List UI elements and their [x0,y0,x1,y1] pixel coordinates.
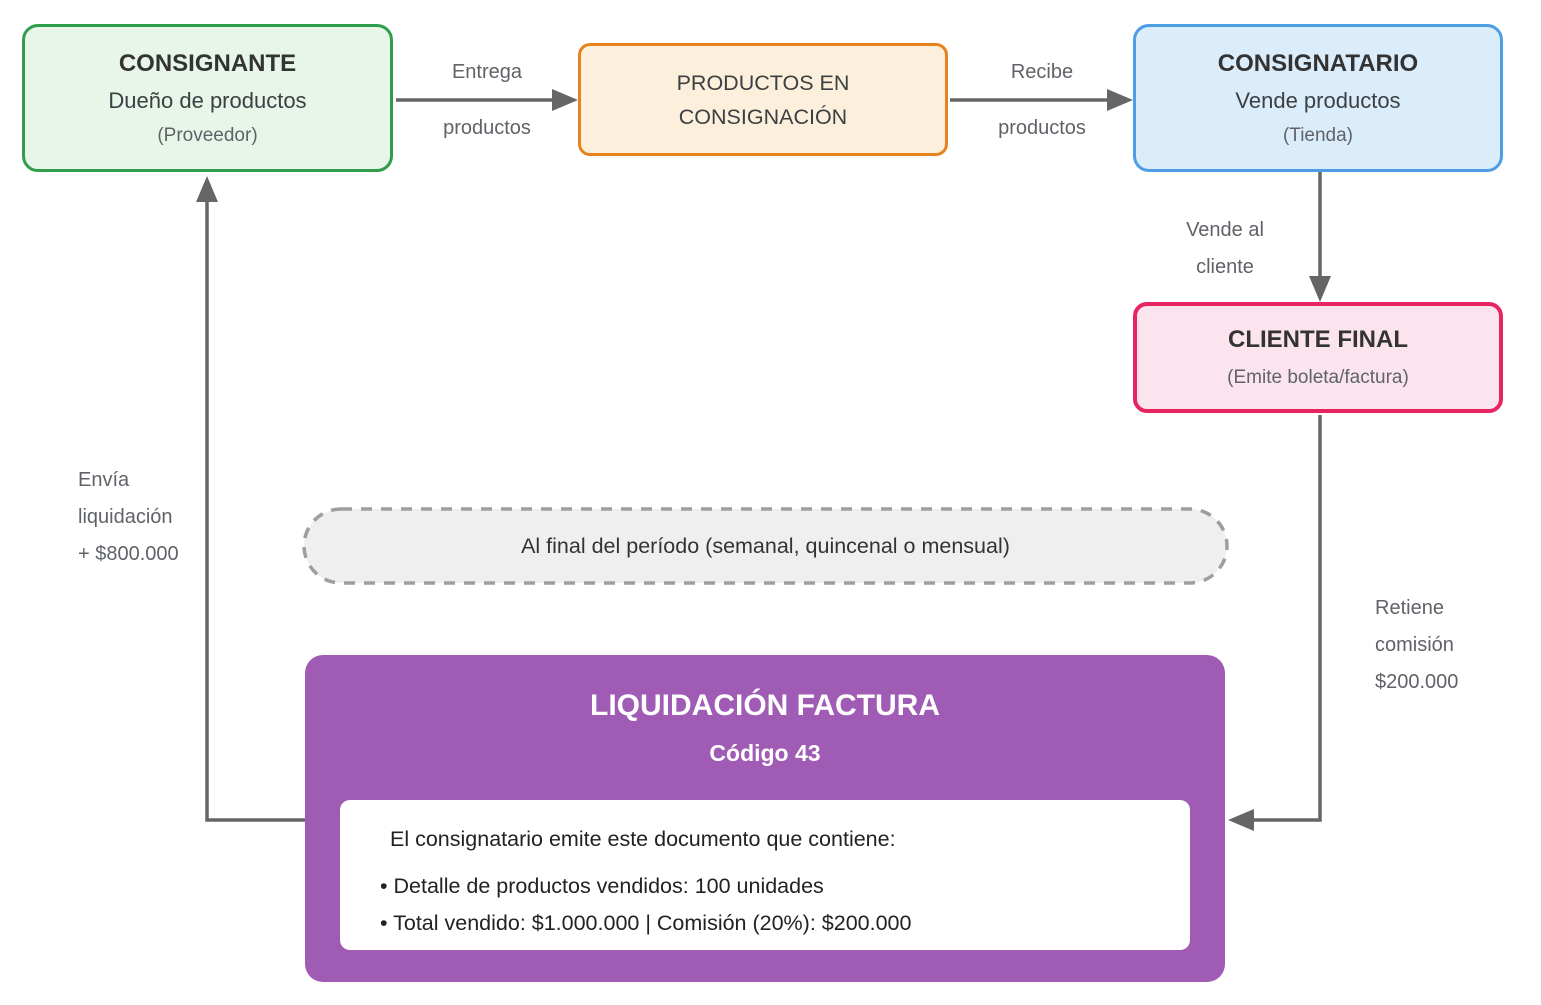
edge-label-retiene-line1: Retiene [1375,597,1444,619]
edge-envia-line [205,202,305,822]
liquidacion-bullet-total: • Total vendido: $1.000.000 | Comisión (… [380,911,912,935]
edge-label-entrega-line1: Entrega [451,61,523,83]
edge-label-envia-line1: Envía [78,469,130,491]
edge-label-recibe-line1: Recibe [1010,61,1074,83]
consignante-title: CONSIGNANTE [118,49,297,77]
productos-title: PRODUCTOS EN CONSIGNACIÓN [676,70,850,129]
edge-label-retiene-comision: Retiene comisión $200.000 [1375,596,1458,694]
cliente-final-note: (Emite boleta/factura) [1227,367,1409,388]
edge-vende-cliente-arrowhead [1309,276,1331,302]
liquidacion-intro: El consignatario emite este documento qu… [390,827,896,851]
consignatario-title: CONSIGNATARIO [1217,49,1419,77]
edge-label-entrega: Entrega productos [397,60,577,140]
edge-label-envia-line2: liquidación [78,506,173,528]
edge-envia-arrowhead [196,176,218,202]
edge-label-vende-cliente: Vende al cliente [1145,218,1305,279]
edge-label-recibe-line2: productos [998,117,1086,139]
consignante-subtitle: Dueño de productos [108,87,307,113]
edge-label-envia-line3: + $800.000 [78,543,179,565]
edge-label-vende-line2: cliente [1196,256,1254,278]
cliente-final-title: CLIENTE FINAL [1228,326,1408,353]
liquidacion-subtitle: Código 43 [709,740,821,766]
liquidacion-bullet-detalle: • Detalle de productos vendidos: 100 uni… [380,874,824,898]
periodo-label: Al final del período (semanal, quincenal… [521,533,1010,558]
liquidacion-title: LIQUIDACIÓN FACTURA [590,689,940,722]
node-cliente-final: CLIENTE FINAL (Emite boleta/factura) [1133,302,1503,413]
edge-label-vende-line1: Vende al [1186,219,1264,241]
liquidacion-detail-panel: El consignatario emite este documento qu… [340,800,1190,950]
edge-label-entrega-line2: productos [443,117,531,139]
edge-label-retiene-line3: $200.000 [1375,671,1459,693]
edge-retiene-arrowhead [1228,809,1254,831]
node-periodo: Al final del período (semanal, quincenal… [303,508,1228,584]
periodo-pill [302,507,1229,585]
edge-label-envia-liquidacion: Envía liquidación + $800.000 [78,468,179,566]
edge-retiene-line [1254,415,1322,822]
edge-label-retiene-line2: comisión [1375,634,1454,656]
consignante-note: (Proveedor) [157,124,258,146]
edge-entrega-arrowhead [552,89,578,111]
consignatario-note: (Tienda) [1282,124,1354,146]
node-consignante: CONSIGNANTE Dueño de productos (Proveedo… [22,24,393,172]
node-productos-en-consignacion: PRODUCTOS EN CONSIGNACIÓN [578,43,948,156]
node-consignatario: CONSIGNATARIO Vende productos (Tienda) [1133,24,1503,172]
edge-label-recibe: Recibe productos [952,60,1132,140]
edge-recibe-arrowhead [1107,89,1133,111]
consignatario-subtitle: Vende productos [1235,87,1401,113]
node-liquidacion-factura: LIQUIDACIÓN FACTURA Código 43 El consign… [305,655,1225,982]
